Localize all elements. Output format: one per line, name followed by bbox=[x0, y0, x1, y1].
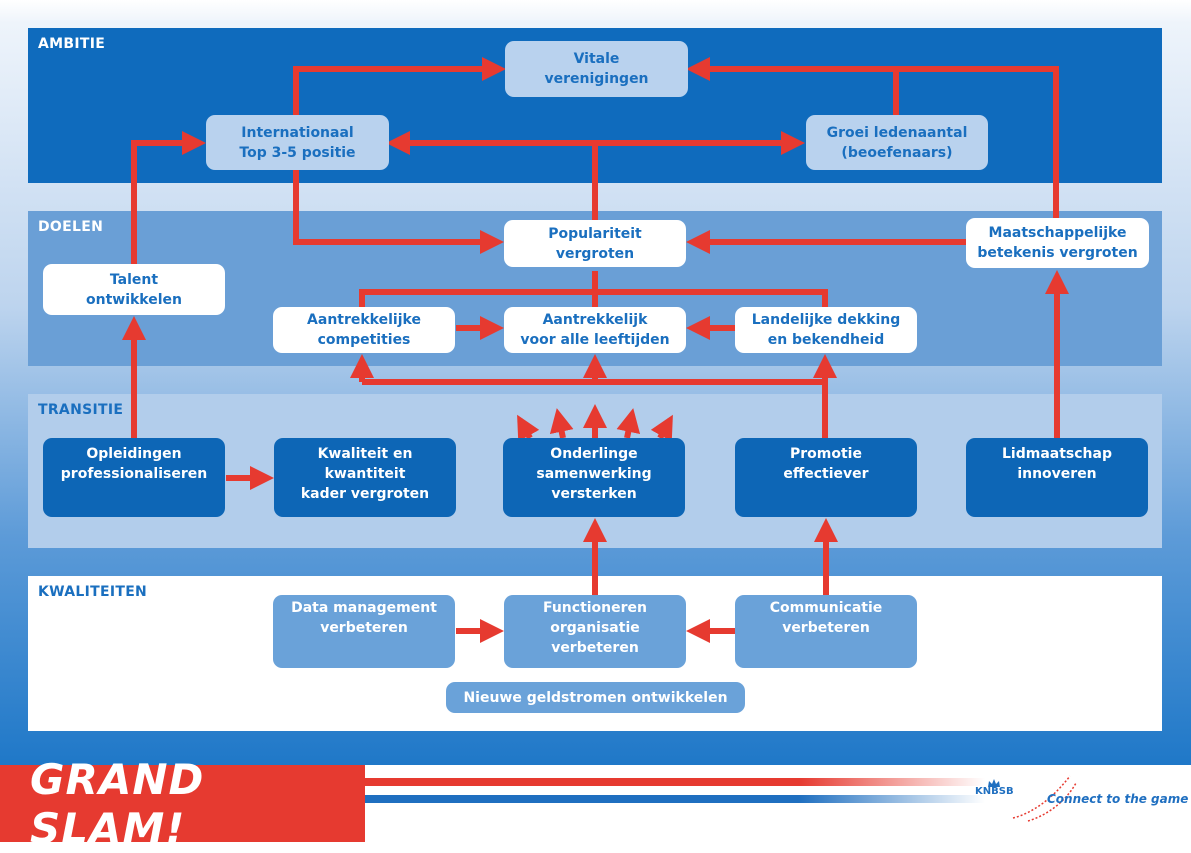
node-promotie: Promotie effectiever bbox=[735, 438, 917, 517]
arrow-pop-international bbox=[386, 131, 598, 222]
node-kader: Kwaliteit en kwantiteit kader vergroten bbox=[274, 438, 456, 517]
node-communicatie: Communicatie verbeteren bbox=[735, 595, 917, 668]
node-lidmaatschap: Lidmaatschap innoveren bbox=[966, 438, 1148, 517]
node-vitale-verenigingen: Vitale verenigingen bbox=[505, 41, 688, 97]
grand-slam-title: GRAND SLAM! bbox=[0, 755, 365, 853]
footer-stripe-red bbox=[365, 778, 985, 786]
band-label-transitie: TRANSITIE bbox=[38, 402, 124, 418]
footer-stripe-blue bbox=[365, 795, 985, 803]
node-internationaal-top: Internationaal Top 3-5 positie bbox=[206, 115, 389, 170]
arrow-talent-international bbox=[131, 131, 206, 264]
band-label-doelen: DOELEN bbox=[38, 219, 104, 235]
node-maatschappelijk: Maatschappelijke betekenis vergroten bbox=[966, 218, 1149, 268]
band-label-ambitie: AMBITIE bbox=[38, 36, 106, 52]
arrow-fan-1 bbox=[517, 414, 540, 442]
band-label-kwaliteiten: KWALITEITEN bbox=[38, 584, 148, 600]
node-talent: Talent ontwikkelen bbox=[43, 264, 225, 315]
arrow-international-vitale bbox=[293, 57, 506, 115]
node-samenwerking: Onderlinge samenwerking versterken bbox=[503, 438, 685, 517]
node-leeftijden: Aantrekkelijk voor alle leeftijden bbox=[504, 307, 686, 353]
connector-arrows bbox=[122, 57, 1069, 643]
node-populariteit: Populariteit vergroten bbox=[504, 220, 686, 267]
arrow-maatschappelijk-vitale bbox=[686, 57, 1059, 218]
slogan: Connect to the game bbox=[1047, 792, 1189, 806]
arrow-international-pop bbox=[293, 170, 504, 254]
node-geldstromen: Nieuwe geldstromen ontwikkelen bbox=[446, 682, 745, 713]
crown-icon bbox=[988, 779, 1000, 787]
knbsb-logo: KNBSB bbox=[975, 786, 1014, 797]
node-opleidingen: Opleidingen professionaliseren bbox=[43, 438, 225, 517]
node-groei-ledenaantal: Groei ledenaantal (beoefenaars) bbox=[806, 115, 988, 170]
arrow-fan-4 bbox=[616, 408, 641, 439]
arrow-fan-2 bbox=[549, 408, 574, 439]
baseball-icon bbox=[1012, 775, 1077, 822]
node-competities: Aantrekkelijke competities bbox=[273, 307, 455, 353]
node-data-management: Data management verbeteren bbox=[273, 595, 455, 668]
arrow-fan-5 bbox=[650, 414, 673, 442]
node-functioneren: Functioneren organisatie verbeteren bbox=[504, 595, 686, 668]
node-dekking: Landelijke dekking en bekendheid bbox=[735, 307, 917, 353]
